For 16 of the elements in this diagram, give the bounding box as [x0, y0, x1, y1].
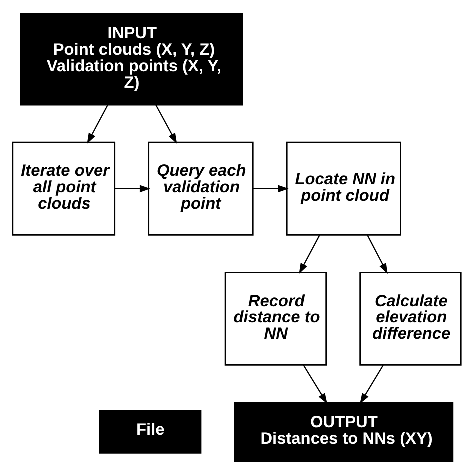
arrow [360, 364, 384, 404]
arrow [367, 234, 388, 274]
arrow [87, 104, 108, 144]
legend-label: File [136, 420, 165, 439]
node-box: Query each validation point [148, 141, 254, 236]
arrow [303, 364, 328, 404]
arrow [156, 104, 178, 144]
arrow [299, 234, 320, 274]
node-box: OUTPUT Distances to NNs (XY) [234, 402, 454, 462]
arrow [115, 184, 151, 192]
node-box: INPUT Point clouds (X, Y, Z) Validation points (X, Y, Z) [20, 12, 244, 106]
node-box: Calculate elevation difference [360, 271, 462, 366]
node-box: Record distance to NN [224, 271, 328, 366]
node-box: Iterate over all point clouds [12, 141, 116, 236]
node-box: Locate NN in point cloud [286, 141, 402, 236]
arrow [253, 184, 289, 192]
